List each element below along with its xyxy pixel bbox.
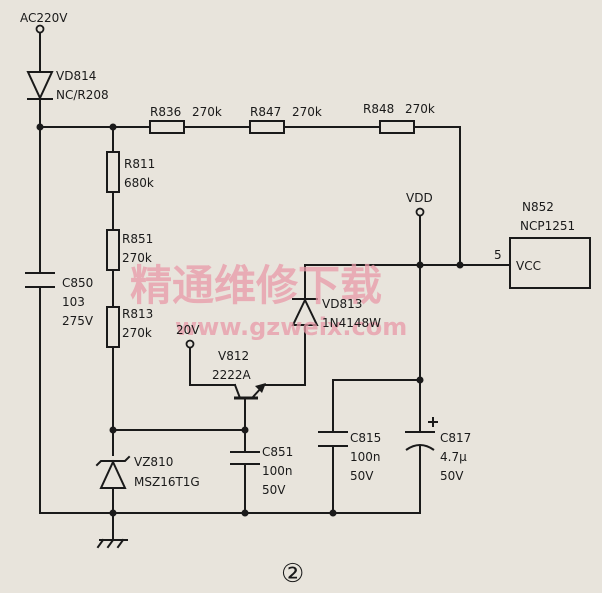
source-20v-label: 20V: [176, 323, 200, 337]
vd813-ref: VD813: [322, 297, 362, 311]
c850-voltage: 275V: [62, 314, 94, 328]
r813-ref: R813: [122, 307, 153, 321]
r851-value: 270k: [122, 251, 152, 265]
zener-vz810: [95, 455, 131, 489]
v812-ref: V812: [218, 349, 249, 363]
resistor-r813: [106, 306, 120, 348]
ic-n852-box: [509, 237, 591, 289]
c817-voltage: 50V: [440, 469, 464, 483]
ic-pin-number: 5: [494, 248, 502, 262]
resistor-r848: [379, 120, 415, 134]
resistor-r847: [249, 120, 285, 134]
transistor-v812: [233, 383, 266, 415]
r847-value: 270k: [292, 105, 322, 119]
diode-vd813: [291, 297, 319, 326]
capacitor-c851: [230, 451, 260, 465]
c815-ref: C815: [350, 431, 381, 445]
c815-voltage: 50V: [350, 469, 374, 483]
r811-ref: R811: [124, 157, 155, 171]
ic-pin-name: VCC: [516, 259, 541, 273]
diode-vd814: [26, 71, 54, 101]
c851-ref: C851: [262, 445, 293, 459]
vd813-value: 1N4148W: [322, 316, 381, 330]
resistor-r811: [106, 151, 120, 193]
c817-value: 4.7μ: [440, 450, 467, 464]
r813-value: 270k: [122, 326, 152, 340]
wires: [39, 31, 511, 541]
r836-value: 270k: [192, 105, 222, 119]
figure-mark: ②: [281, 559, 304, 589]
resistor-r851: [106, 229, 120, 271]
v812-value: 2222A: [212, 368, 252, 382]
c815-value: 100n: [350, 450, 381, 464]
c817-ref: C817: [440, 431, 471, 445]
watermark-url: www.gzweix.com: [175, 313, 407, 341]
c851-voltage: 50V: [262, 483, 286, 497]
vdd-label: VDD: [406, 191, 433, 205]
r847-ref: R847: [250, 105, 281, 119]
capacitor-c817: [405, 417, 438, 451]
vz810-ref: VZ810: [134, 455, 173, 469]
capacitor-c815: [318, 431, 348, 447]
c850-value: 103: [62, 295, 85, 309]
resistor-r836: [149, 120, 185, 134]
terminals: [35, 24, 425, 349]
ground-icon: [96, 538, 128, 549]
r851-ref: R851: [122, 232, 153, 246]
r836-ref: R836: [150, 105, 181, 119]
r848-value: 270k: [405, 102, 435, 116]
capacitor-c850: [25, 272, 55, 288]
ac-input-label: AC220V: [20, 11, 68, 25]
c851-value: 100n: [262, 464, 293, 478]
ic-ref: N852: [522, 200, 554, 214]
junction-dots: [36, 123, 464, 517]
labels: AC220V VD814 NC/R208 R836 270k R847 270k…: [20, 11, 575, 589]
vd814-ref: VD814: [56, 69, 96, 83]
watermark-title: 精通维修下载: [130, 261, 382, 310]
r811-value: 680k: [124, 176, 154, 190]
ic-part: NCP1251: [520, 219, 575, 233]
vz810-value: MSZ16T1G: [134, 475, 200, 489]
r848-ref: R848: [363, 102, 394, 116]
c850-ref: C850: [62, 276, 93, 290]
vd814-value: NC/R208: [56, 88, 109, 102]
